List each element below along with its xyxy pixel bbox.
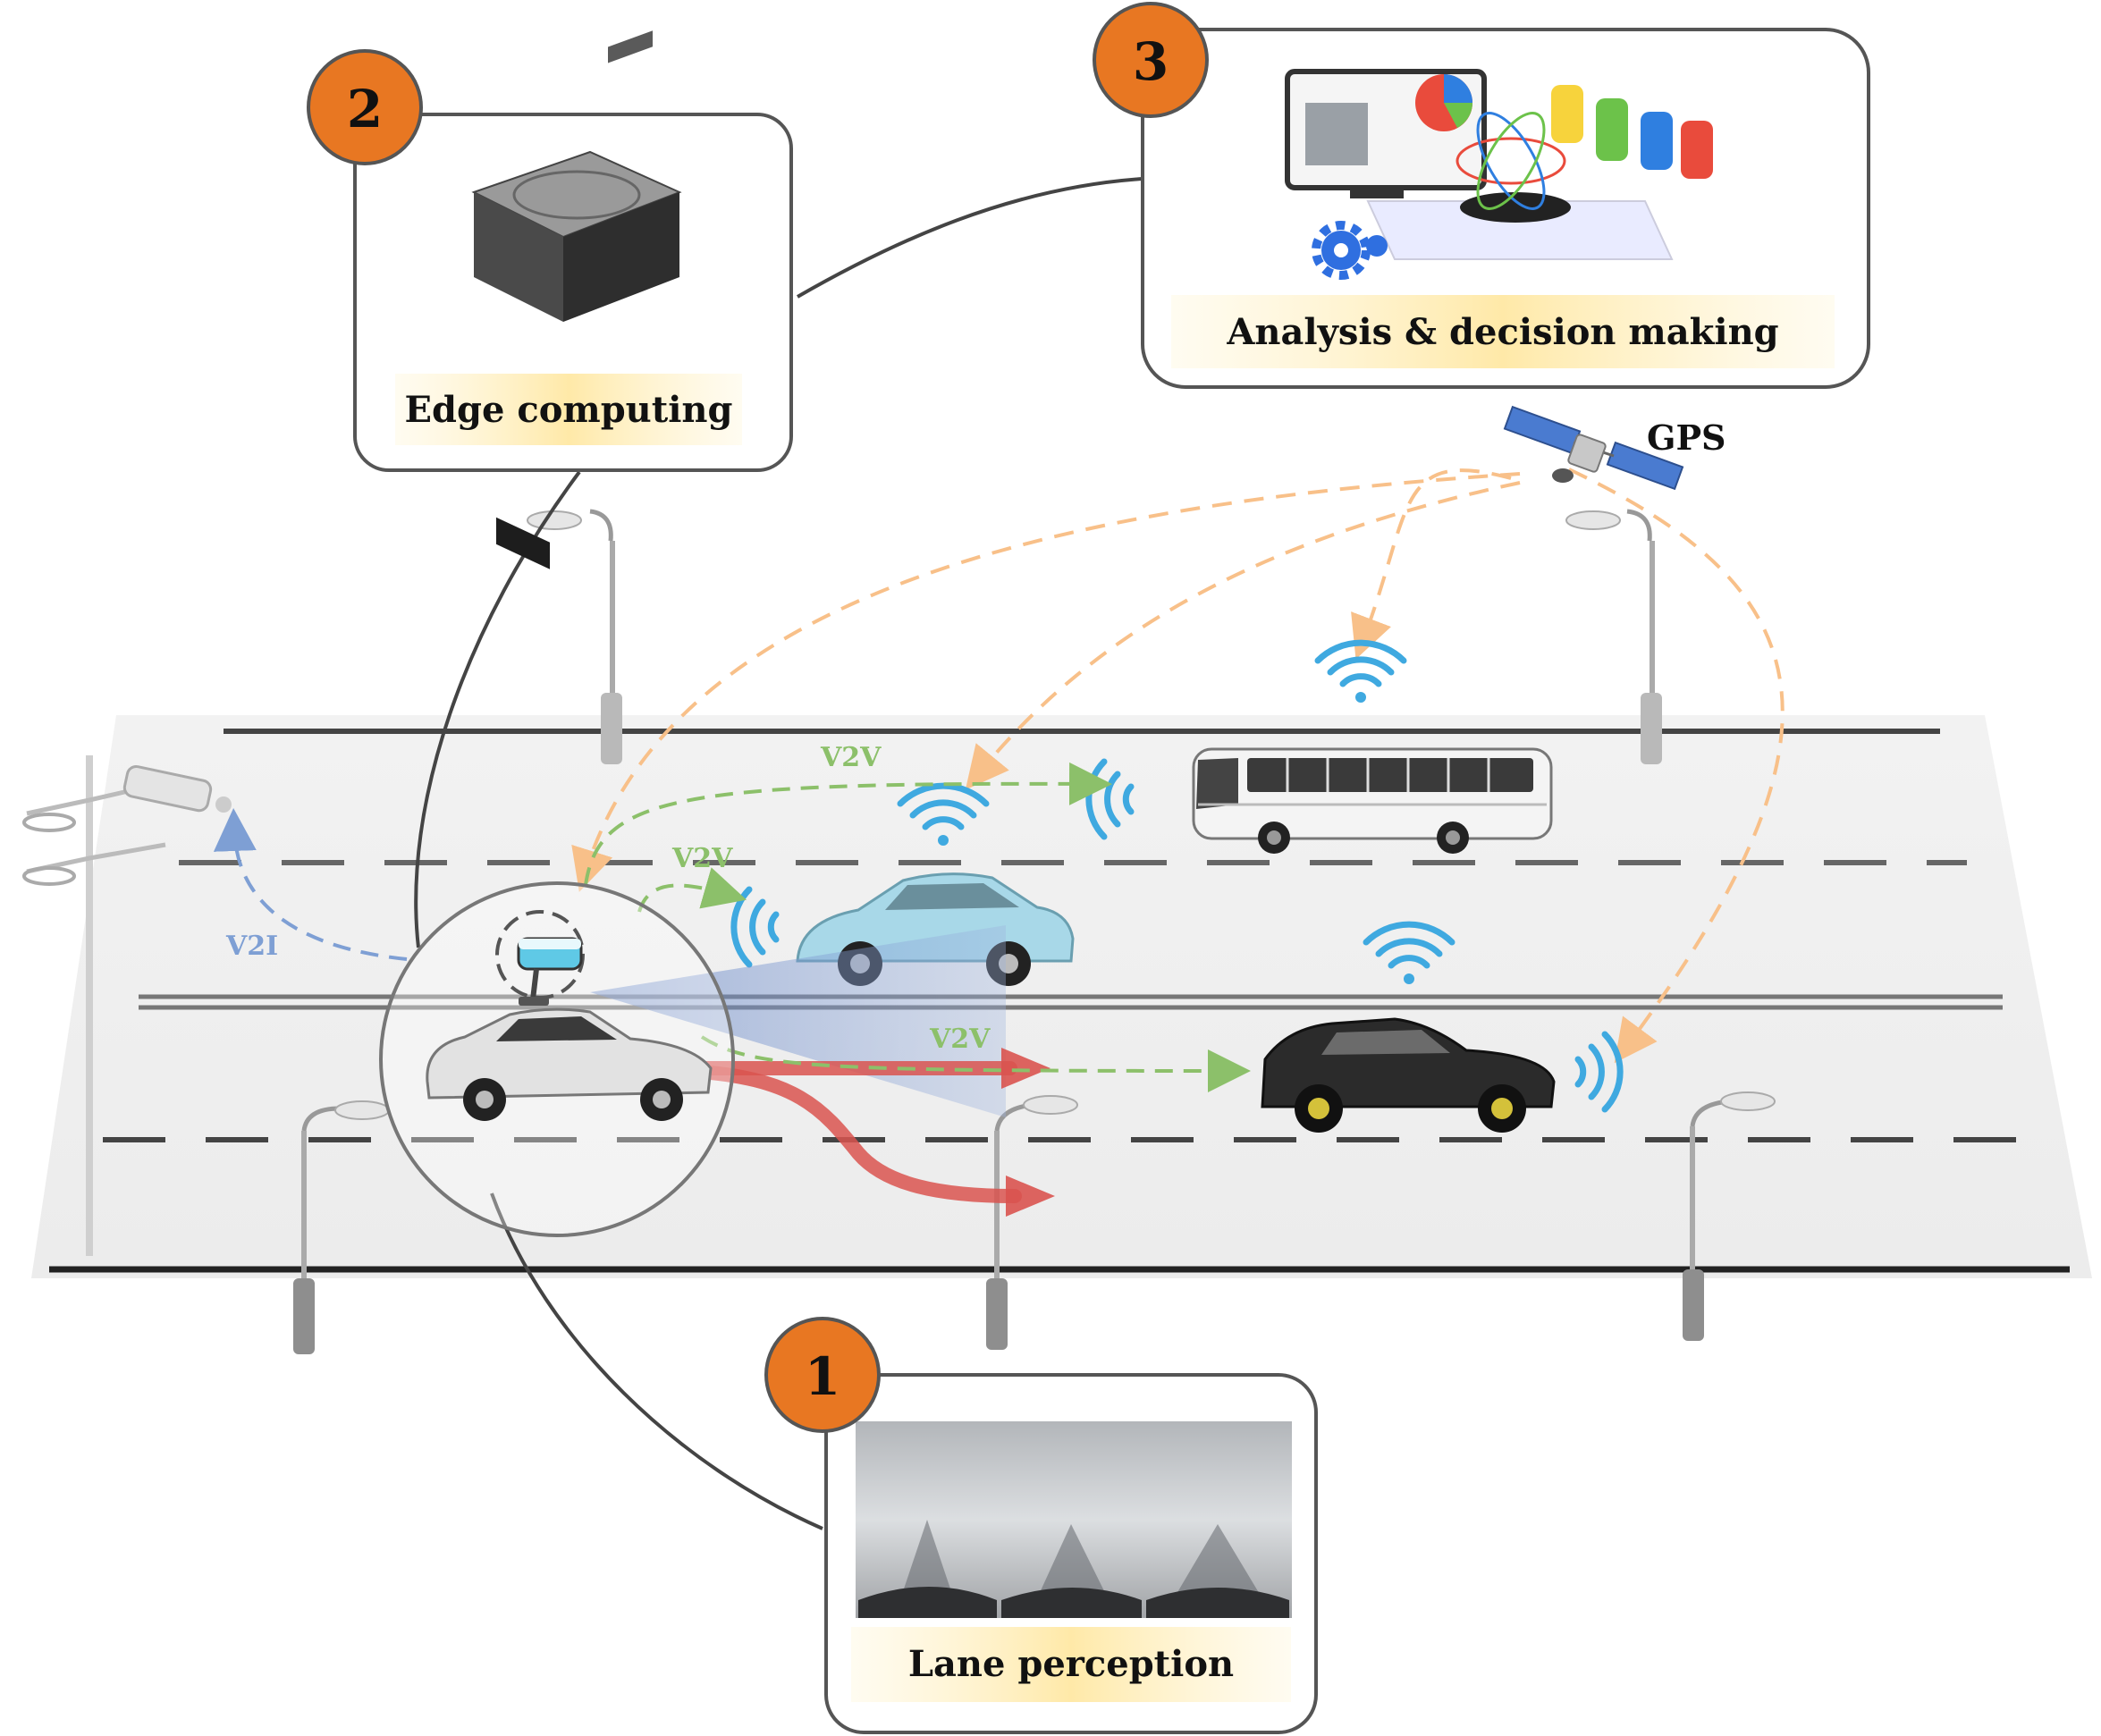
panel-badge-1 (764, 1317, 881, 1433)
edge-computing-panel: Edge computing 2 (307, 30, 793, 569)
panel-badge-3 (1093, 2, 1209, 118)
v2i-label: V2I (225, 931, 278, 962)
panel-number-1: 1 (805, 1346, 840, 1407)
signal-waves-icon (1574, 1031, 1624, 1113)
wifi-icon (1363, 921, 1456, 984)
ego-vehicle-group (379, 881, 735, 1237)
edge-computing-label: Edge computing (405, 389, 733, 431)
panel-number-3: 3 (1133, 31, 1169, 92)
v2i-link-ego-to-infrastructure (213, 808, 408, 961)
lane-change-trajectory-arrow (681, 1064, 1022, 1203)
gps-links (571, 468, 1785, 1064)
analysis-panel: Analysis & decision making 3 (1093, 2, 1870, 389)
roof-camera-icon (495, 910, 585, 1006)
analytics-dashboard-icon (1285, 69, 1713, 280)
road (31, 715, 2092, 1278)
suv-icon (1261, 1017, 1556, 1133)
v2v-label-top: V2V (820, 742, 882, 773)
edge-device-icon (471, 30, 682, 569)
street-lamp-2 (1565, 509, 1662, 764)
foggy-road-images (856, 1421, 1292, 1618)
street-lamp-4 (986, 1095, 1078, 1350)
wifi-icon (1314, 639, 1407, 703)
straight-trajectory-arrowhead (1001, 1048, 1050, 1089)
panel-badge-2 (307, 49, 423, 165)
gps-link-to-ego (571, 472, 1521, 892)
v2v-link-ego-to-sedan (637, 867, 747, 913)
wifi-icon (897, 782, 990, 846)
gps-link-to-suv (1568, 468, 1785, 1064)
v2v-label-low: V2V (929, 1024, 991, 1055)
gps-label: GPS (1647, 417, 1726, 458)
roadside-camera-pole (22, 755, 232, 1256)
gps-link-to-sedan (965, 481, 1521, 790)
lane-perception-label: Lane perception (908, 1643, 1234, 1685)
v2v-link-ego-to-bus (584, 762, 1112, 886)
lane-perception-panel: Lane perception 1 (764, 1317, 1318, 1734)
v2v-links (584, 762, 1251, 1092)
edge-label-band (395, 374, 742, 445)
analysis-label-band (1171, 295, 1835, 368)
lane-label-band (851, 1627, 1291, 1702)
gps-satellite-icon (1503, 405, 1684, 491)
v2v-link-ego-to-suv (700, 1035, 1251, 1092)
lane-change-trajectory-arrowhead (1006, 1176, 1055, 1217)
v2v-label-mid: V2V (671, 843, 733, 874)
analysis-decision-label: Analysis & decision making (1226, 311, 1778, 353)
gps-link-to-bus (1351, 468, 1512, 660)
bus-icon (1192, 747, 1553, 854)
panel-number-2: 2 (347, 79, 383, 139)
street-lamp-3 (293, 1100, 390, 1354)
street-lamp-5 (1683, 1091, 1776, 1341)
ego-car-icon (426, 1007, 713, 1121)
